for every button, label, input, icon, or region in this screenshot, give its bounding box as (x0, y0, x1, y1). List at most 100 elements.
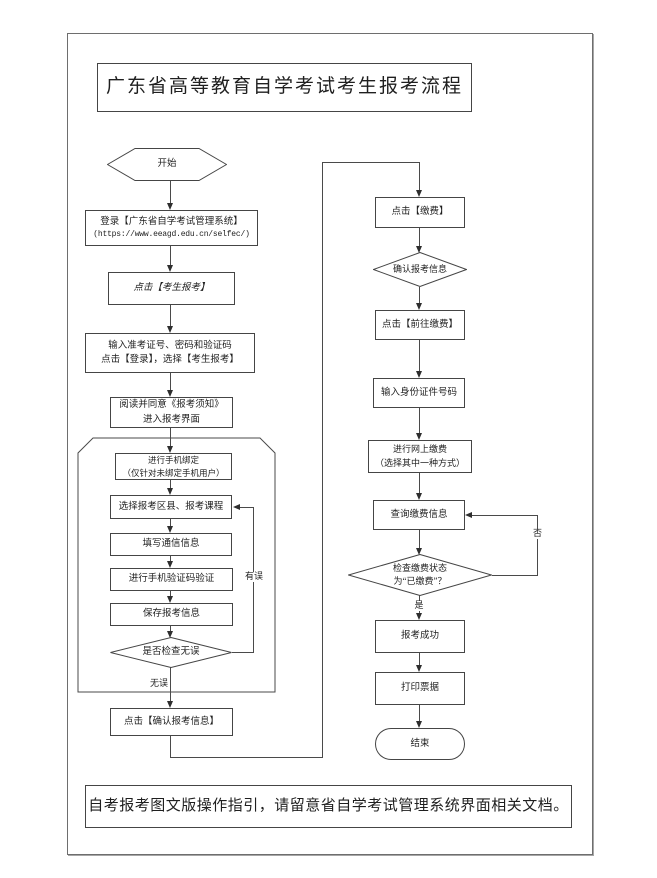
save-info-text: 保存报考信息 (142, 609, 200, 620)
process-enter-id: 输入身份证件号码 (373, 378, 465, 408)
arrowhead-down (167, 265, 173, 272)
page-title: 广东省高等教育自学考试考生报考流程 (105, 76, 463, 98)
arrowhead-down (416, 371, 422, 378)
connector (419, 162, 420, 190)
arrowhead-down (416, 190, 422, 197)
loop-group-shape (77, 437, 276, 693)
end-text: 结束 (410, 738, 430, 749)
arrowhead-down (167, 526, 173, 533)
process-save-info: 保存报考信息 (110, 603, 233, 626)
diamond-shape (110, 637, 232, 668)
arrowhead-down (167, 596, 173, 603)
arrowhead-down (167, 488, 173, 495)
process-verify-code: 进行手机验证码验证 (110, 568, 233, 591)
connector (170, 757, 323, 758)
arrowhead-down (167, 561, 173, 568)
notice-line1: 阅读并同意《报考须知》 (119, 400, 224, 411)
select-courses-text: 选择报考区县、报考课程 (118, 501, 224, 512)
connector (170, 427, 171, 446)
process-confirm-info: 点击【确认报考信息】 (110, 708, 233, 736)
diamond-outline (348, 554, 492, 596)
loop-connector (232, 652, 254, 653)
connector (170, 519, 171, 526)
loop-connector (240, 507, 254, 508)
connector (322, 162, 323, 758)
arrowhead-down (416, 246, 422, 253)
process-credentials: 输入准考证号、密码和验证码 点击【登录】，选择【考生报考】 (85, 333, 255, 373)
click-pay-text: 点击【缴费】 (391, 207, 449, 218)
arrowhead-down (416, 493, 422, 500)
arrowhead-down (416, 433, 422, 440)
arrowhead-down (416, 721, 422, 728)
check-correct-text: 是否检查无误 (142, 646, 200, 657)
end-terminator: 结束 (375, 728, 465, 760)
confirm-reg-text: 确认报考信息 (392, 263, 447, 274)
bind-phone-line2: （仅针对未绑定手机用户） (122, 467, 225, 478)
process-bind-phone: 进行手机绑定 （仅针对未绑定手机用户） (115, 453, 232, 480)
process-online-pay: 进行网上缴费 （选择其中一种方式） (368, 440, 472, 473)
arrowhead-down (167, 390, 173, 397)
process-click-pay: 点击【缴费】 (375, 197, 465, 228)
arrowhead-down (167, 631, 173, 638)
arrowhead-down (416, 303, 422, 310)
arrowhead-down (416, 613, 422, 620)
check-paid-line2: 为“已缴费”？ (393, 576, 447, 586)
arrowhead-down (167, 326, 173, 333)
connector (419, 705, 420, 721)
connector (170, 305, 171, 326)
connector (419, 530, 420, 548)
confirm-info-text: 点击【确认报考信息】 (123, 716, 219, 727)
diamond-shape (373, 252, 467, 287)
loop-connector (472, 515, 538, 516)
decision-confirm-reg-label: 确认报考信息 (373, 252, 467, 287)
connector (322, 162, 420, 163)
arrowhead-down (167, 701, 173, 708)
loop-connector (492, 575, 538, 576)
page-title-box: 广东省高等教育自学考试考生报考流程 (97, 63, 472, 112)
label-no-error: 无误 (149, 678, 169, 689)
start-text: 开始 (157, 158, 177, 169)
process-query-pay: 查询缴费信息 (373, 500, 465, 530)
loop-group-outline (77, 437, 276, 693)
bind-phone-line1: 进行手机绑定 (147, 454, 199, 465)
online-pay-line1: 进行网上缴费 (392, 444, 447, 454)
arrowhead-left (233, 504, 240, 510)
goto-pay-text: 点击【前往缴费】 (381, 319, 458, 330)
connector (419, 408, 420, 433)
check-paid-line1: 检查缴费状态 (392, 562, 447, 573)
hexagon-shape (107, 148, 227, 181)
connector (170, 736, 171, 757)
click-register-text: 点击【考生报考】 (133, 283, 210, 294)
process-print-receipt: 打印票据 (375, 672, 465, 705)
footer-note-text: 自考报考图文版操作指引，请留意省自学考试管理系统界面相关文档。 (88, 798, 569, 815)
arrowhead-down (167, 203, 173, 210)
arrowhead-down (416, 548, 422, 555)
decision-check-correct-label: 是否检查无误 (110, 637, 232, 668)
label-has-error: 有误 (244, 571, 264, 582)
connector (170, 372, 171, 390)
online-pay-line2: （选择其中一种方式） (374, 457, 465, 468)
diamond-outline (373, 252, 467, 287)
connector (419, 473, 420, 493)
label-no: 否 (531, 528, 544, 539)
arrowhead-down (416, 665, 422, 672)
process-goto-pay: 点击【前往缴费】 (375, 310, 465, 340)
notice-line2: 进入报考界面 (142, 414, 200, 425)
login-line1: 登录【广东省自学考试管理系统】 (100, 216, 243, 227)
connector (419, 653, 420, 665)
loop-group-container (77, 437, 276, 693)
verify-code-text: 进行手机验证码验证 (128, 574, 215, 585)
process-success: 报考成功 (375, 620, 465, 653)
connector (170, 626, 171, 631)
decision-check-paid (348, 554, 492, 596)
decision-check-correct (110, 637, 232, 668)
start-label: 开始 (107, 148, 227, 181)
enter-id-text: 输入身份证件号码 (380, 387, 457, 398)
hexagon-outline (107, 148, 227, 181)
fill-contact-text: 填写通信信息 (142, 539, 200, 550)
process-notice: 阅读并同意《报考须知》 进入报考界面 (110, 397, 233, 428)
login-url: (https://www.eeagd.edu.cn/selfec/) (93, 230, 250, 240)
credentials-line2: 点击【登录】，选择【考生报考】 (101, 355, 239, 365)
process-login: 登录【广东省自学考试管理系统】 (https://www.eeagd.edu.c… (85, 210, 258, 246)
